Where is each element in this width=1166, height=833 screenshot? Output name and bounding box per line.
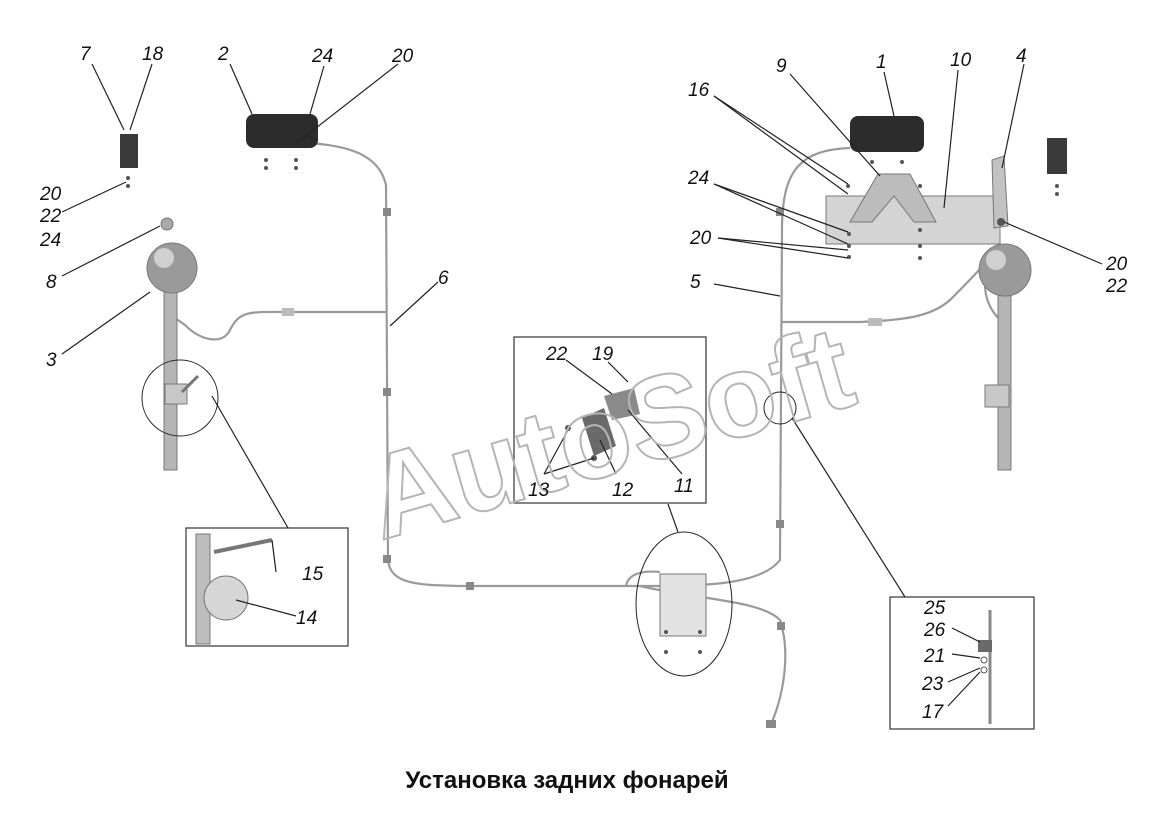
- inset-leaders: [211, 395, 906, 598]
- right-side-marker-lamp: [1047, 138, 1067, 174]
- callout-24: 24: [311, 46, 333, 67]
- callout-20: 20: [391, 46, 414, 67]
- callout-9: 9: [776, 56, 787, 77]
- callout-22: 22: [1105, 276, 1128, 297]
- left-side-marker-lamp: [120, 134, 138, 168]
- callout-4: 4: [1016, 46, 1027, 67]
- callout-6: 6: [438, 268, 449, 289]
- callout-21: 21: [923, 646, 945, 667]
- callout-20: 20: [1105, 254, 1128, 275]
- left-plate-lamp: [246, 114, 318, 148]
- right-plate-lamp: [850, 116, 924, 152]
- callout-13: 13: [528, 480, 550, 501]
- callout-7: 7: [80, 44, 92, 65]
- lamp-holder: [991, 155, 1009, 229]
- callout-1: 1: [876, 52, 887, 73]
- callout-3: 3: [46, 350, 57, 371]
- connector-plate-detail: [635, 531, 733, 677]
- callout-5: 5: [690, 272, 701, 293]
- v-mount: [849, 173, 937, 223]
- callout-leaders: [61, 63, 1103, 707]
- callout-12: 12: [612, 480, 634, 501]
- callout-14: 14: [296, 608, 317, 629]
- callout-25: 25: [923, 598, 946, 619]
- callout-8: 8: [46, 272, 57, 293]
- callout-15: 15: [302, 564, 324, 585]
- callout-22: 22: [39, 206, 62, 227]
- callout-20: 20: [689, 228, 712, 249]
- callout-24: 24: [687, 168, 709, 189]
- callout-24: 24: [39, 230, 61, 251]
- inset-mount-detail: [185, 527, 349, 647]
- callout-20: 20: [39, 184, 62, 205]
- callout-11: 11: [674, 476, 694, 497]
- callout-2: 2: [217, 44, 229, 65]
- callout-26: 26: [923, 620, 946, 641]
- right-lamp-assembly: [978, 243, 1032, 471]
- inset-fastener-detail: [889, 596, 1035, 730]
- callout-labels: 7 18 2 24 20 20 22 24 8 3 6 15 14 9 1 10…: [39, 44, 1128, 723]
- callout-18: 18: [142, 44, 164, 65]
- small-parts: [120, 114, 1067, 260]
- callout-16: 16: [688, 80, 710, 101]
- callout-19: 19: [592, 344, 614, 365]
- callout-10: 10: [950, 50, 972, 71]
- callout-23: 23: [921, 674, 944, 695]
- diagram-title: Установка задних фонарей: [405, 767, 728, 794]
- callout-17: 17: [922, 702, 945, 723]
- left-lamp-assembly: [141, 217, 219, 471]
- callout-22: 22: [545, 344, 568, 365]
